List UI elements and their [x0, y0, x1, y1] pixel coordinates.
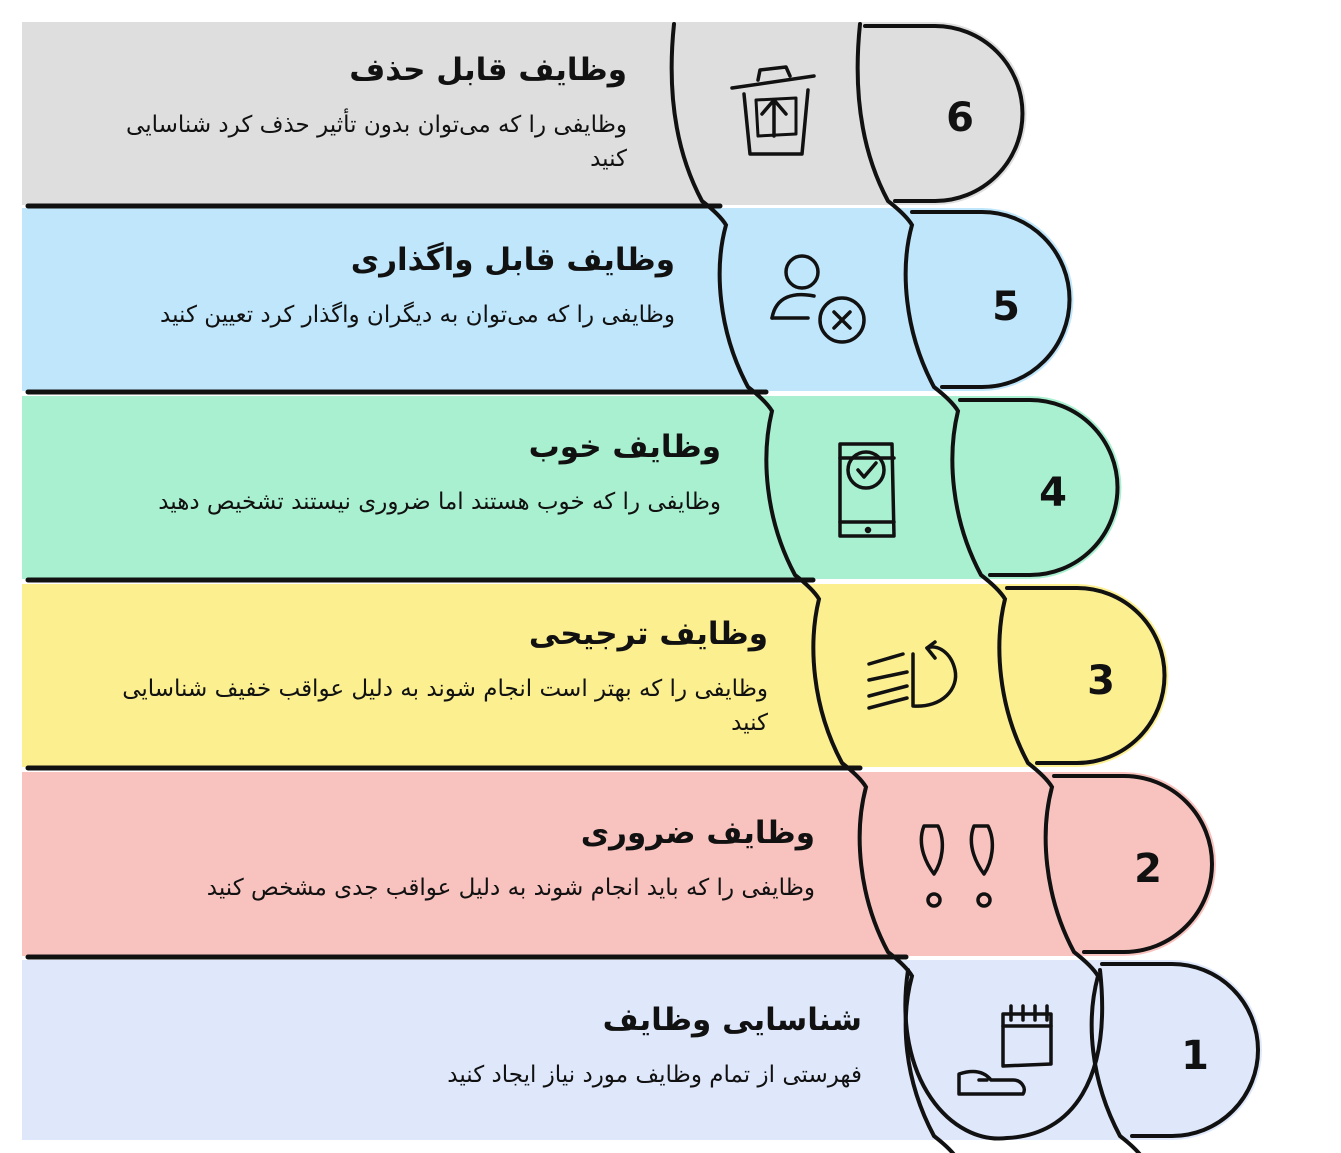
step-1-number: 1 [1181, 1033, 1209, 1079]
icon-channel-right-seam [855, 22, 1142, 1153]
step-6-number: 6 [946, 95, 974, 141]
step-2-title: وظایف ضروری [580, 815, 815, 851]
step-3-tab-outline [1005, 586, 1167, 765]
calendar-hand-icon [957, 1004, 1053, 1096]
icon-channel-left-seam [669, 22, 956, 1153]
fast-timer-icon [867, 640, 958, 710]
step-4-band [22, 396, 1122, 579]
step-6-tab-outline [863, 24, 1025, 203]
step-5-band [22, 208, 1074, 391]
step-1-text: شناسایی وظایف فهرستی از تمام وظایف مورد … [162, 1000, 862, 1092]
step-4-tab-outline [958, 398, 1120, 577]
step-2-text: وظایف ضروری وظایفی را که باید انجام شوند… [65, 813, 815, 905]
step-3-number: 3 [1087, 658, 1115, 704]
step-2-tab-outline [1052, 774, 1214, 954]
step-6-text: وظایف قابل حذف وظایفی را که می‌توان بدون… [107, 50, 627, 176]
step-5-text: وظایف قابل واگذاری وظایفی را که می‌توان … [75, 240, 675, 332]
step-5-number: 5 [992, 284, 1020, 330]
icon-channel-bottom [903, 968, 1105, 1141]
step-2-band [22, 772, 1216, 956]
step-4-number: 4 [1039, 470, 1067, 516]
phone-check-icon [838, 442, 896, 538]
step-6-description: وظایفی را که می‌توان بدون تأثیر حذف کرد … [126, 112, 627, 172]
step-1-description: فهرستی از تمام وظایف مورد نیاز ایجاد کنی… [447, 1062, 862, 1088]
step-2-description: وظایفی را که باید انجام شوند به دلیل عوا… [206, 875, 815, 901]
step-4-title: وظایف خوب [528, 429, 721, 465]
step-1-band [22, 960, 1262, 1140]
step-3-band [22, 584, 1169, 767]
step-1-title: شناسایی وظایف [602, 1002, 862, 1038]
step-5-title: وظایف قابل واگذاری [350, 242, 675, 278]
step-4-description: وظایفی را که خوب هستند اما ضروری نیستند … [158, 489, 721, 515]
trash-upload-icon [730, 65, 816, 156]
step-3-title: وظایف ترجیحی [528, 616, 768, 652]
step-3-description: وظایفی را که بهتر است انجام شوند به دلیل… [122, 676, 768, 736]
double-exclamation-icon [919, 824, 995, 908]
step-5-description: وظایفی را که می‌توان به دیگران واگذار کر… [160, 302, 675, 328]
step-1-tab-outline [1100, 962, 1260, 1138]
step-6-title: وظایف قابل حذف [349, 52, 627, 88]
step-5-tab-outline [910, 210, 1072, 389]
user-remove-icon [770, 254, 866, 344]
step-2-number: 2 [1134, 846, 1162, 892]
step-3-text: وظایف ترجیحی وظایفی را که بهتر است انجام… [78, 614, 768, 740]
step-4-text: وظایف خوب وظایفی را که خوب هستند اما ضرو… [81, 427, 721, 519]
